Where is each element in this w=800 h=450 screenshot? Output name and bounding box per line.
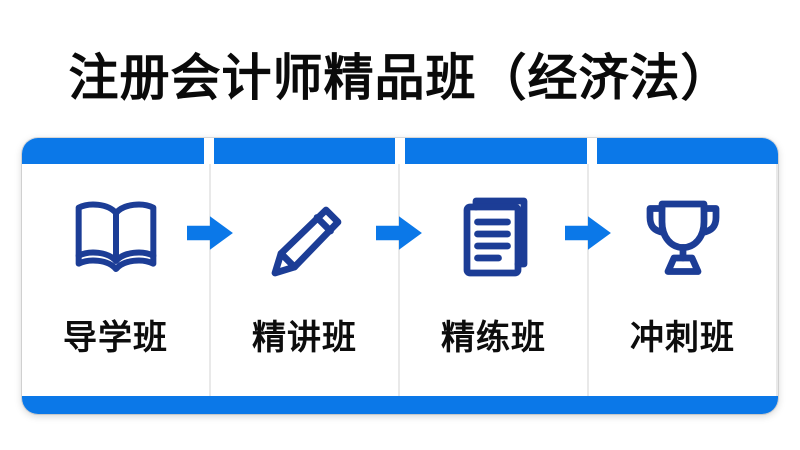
stage-label: 冲刺班 <box>630 319 735 357</box>
stage-column-jingjiang: 精讲班 <box>211 164 400 396</box>
stage-label: 导学班 <box>63 319 168 357</box>
stage-column-daoxue: 导学班 <box>22 164 211 396</box>
arrow-icon <box>376 214 424 252</box>
stage-label: 精练班 <box>441 319 546 357</box>
card-top-bar <box>22 138 778 164</box>
course-flow-card: 导学班 精讲班 <box>22 138 778 414</box>
arrow-icon <box>187 214 235 252</box>
top-bar-segment <box>22 138 204 164</box>
top-bar-segment <box>405 138 587 164</box>
arrow-icon <box>565 214 613 252</box>
book-icon <box>64 182 168 292</box>
page: 注册会计师精品班（经济法） 导学班 <box>0 38 800 450</box>
card-bottom-bar <box>22 396 778 414</box>
pencil-icon <box>253 182 357 292</box>
stage-column-jinglian: 精练班 <box>400 164 589 396</box>
top-bar-segment <box>596 138 778 164</box>
page-title: 注册会计师精品班（经济法） <box>68 50 732 106</box>
card-body: 导学班 精讲班 <box>22 164 778 396</box>
stage-label: 精讲班 <box>252 319 357 357</box>
document-icon <box>442 182 546 292</box>
stage-column-chongci: 冲刺班 <box>589 164 778 396</box>
trophy-icon <box>631 182 735 292</box>
top-bar-segment <box>213 138 395 164</box>
